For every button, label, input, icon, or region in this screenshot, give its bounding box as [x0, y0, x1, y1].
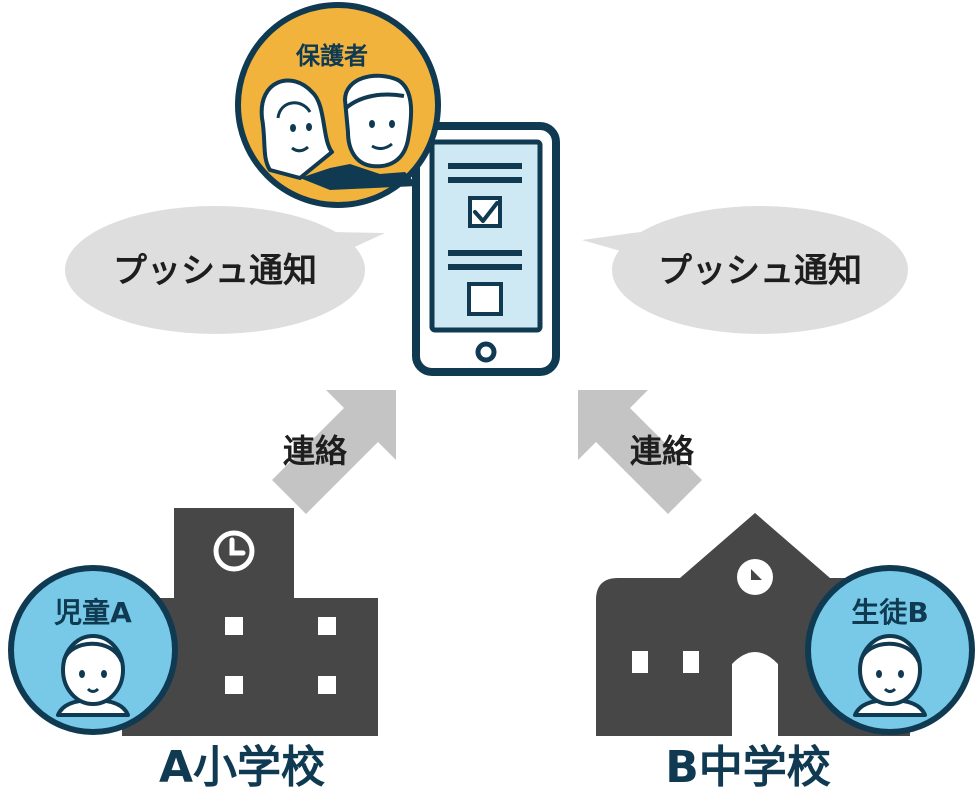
right-notification-label: プッシュ通知	[658, 251, 862, 291]
school-b-clock-icon	[737, 559, 773, 595]
student-a-avatar-icon	[56, 634, 130, 717]
school-a-name: A小学校	[159, 742, 325, 793]
guardian-label: 保護者	[295, 42, 368, 70]
student-a-badge: 児童A	[8, 565, 178, 735]
left-contact-label: 連絡	[283, 432, 348, 470]
student-b-badge: 生徒B	[805, 565, 975, 735]
right-notification-bubble: プッシュ通知	[582, 206, 908, 334]
left-notification-bubble: プッシュ通知	[65, 206, 385, 334]
guardian-badge: 保護者	[235, 2, 441, 208]
checked-checkbox-icon	[468, 196, 502, 228]
home-button-icon	[475, 341, 497, 363]
unchecked-checkbox-icon	[467, 282, 503, 316]
student-a-label: 児童A	[54, 596, 132, 629]
right-contact-arrow: 連絡	[578, 390, 702, 514]
smartphone-icon	[412, 122, 560, 376]
right-contact-label: 連絡	[630, 432, 695, 470]
school-a-clock-icon	[213, 530, 255, 572]
parents-avatar-icon	[259, 73, 418, 190]
student-b-label: 生徒B	[851, 596, 928, 629]
school-b-name: B中学校	[665, 742, 831, 793]
left-contact-arrow: 連絡	[272, 390, 396, 514]
student-b-avatar-icon	[853, 634, 927, 717]
left-notification-label: プッシュ通知	[113, 251, 317, 291]
